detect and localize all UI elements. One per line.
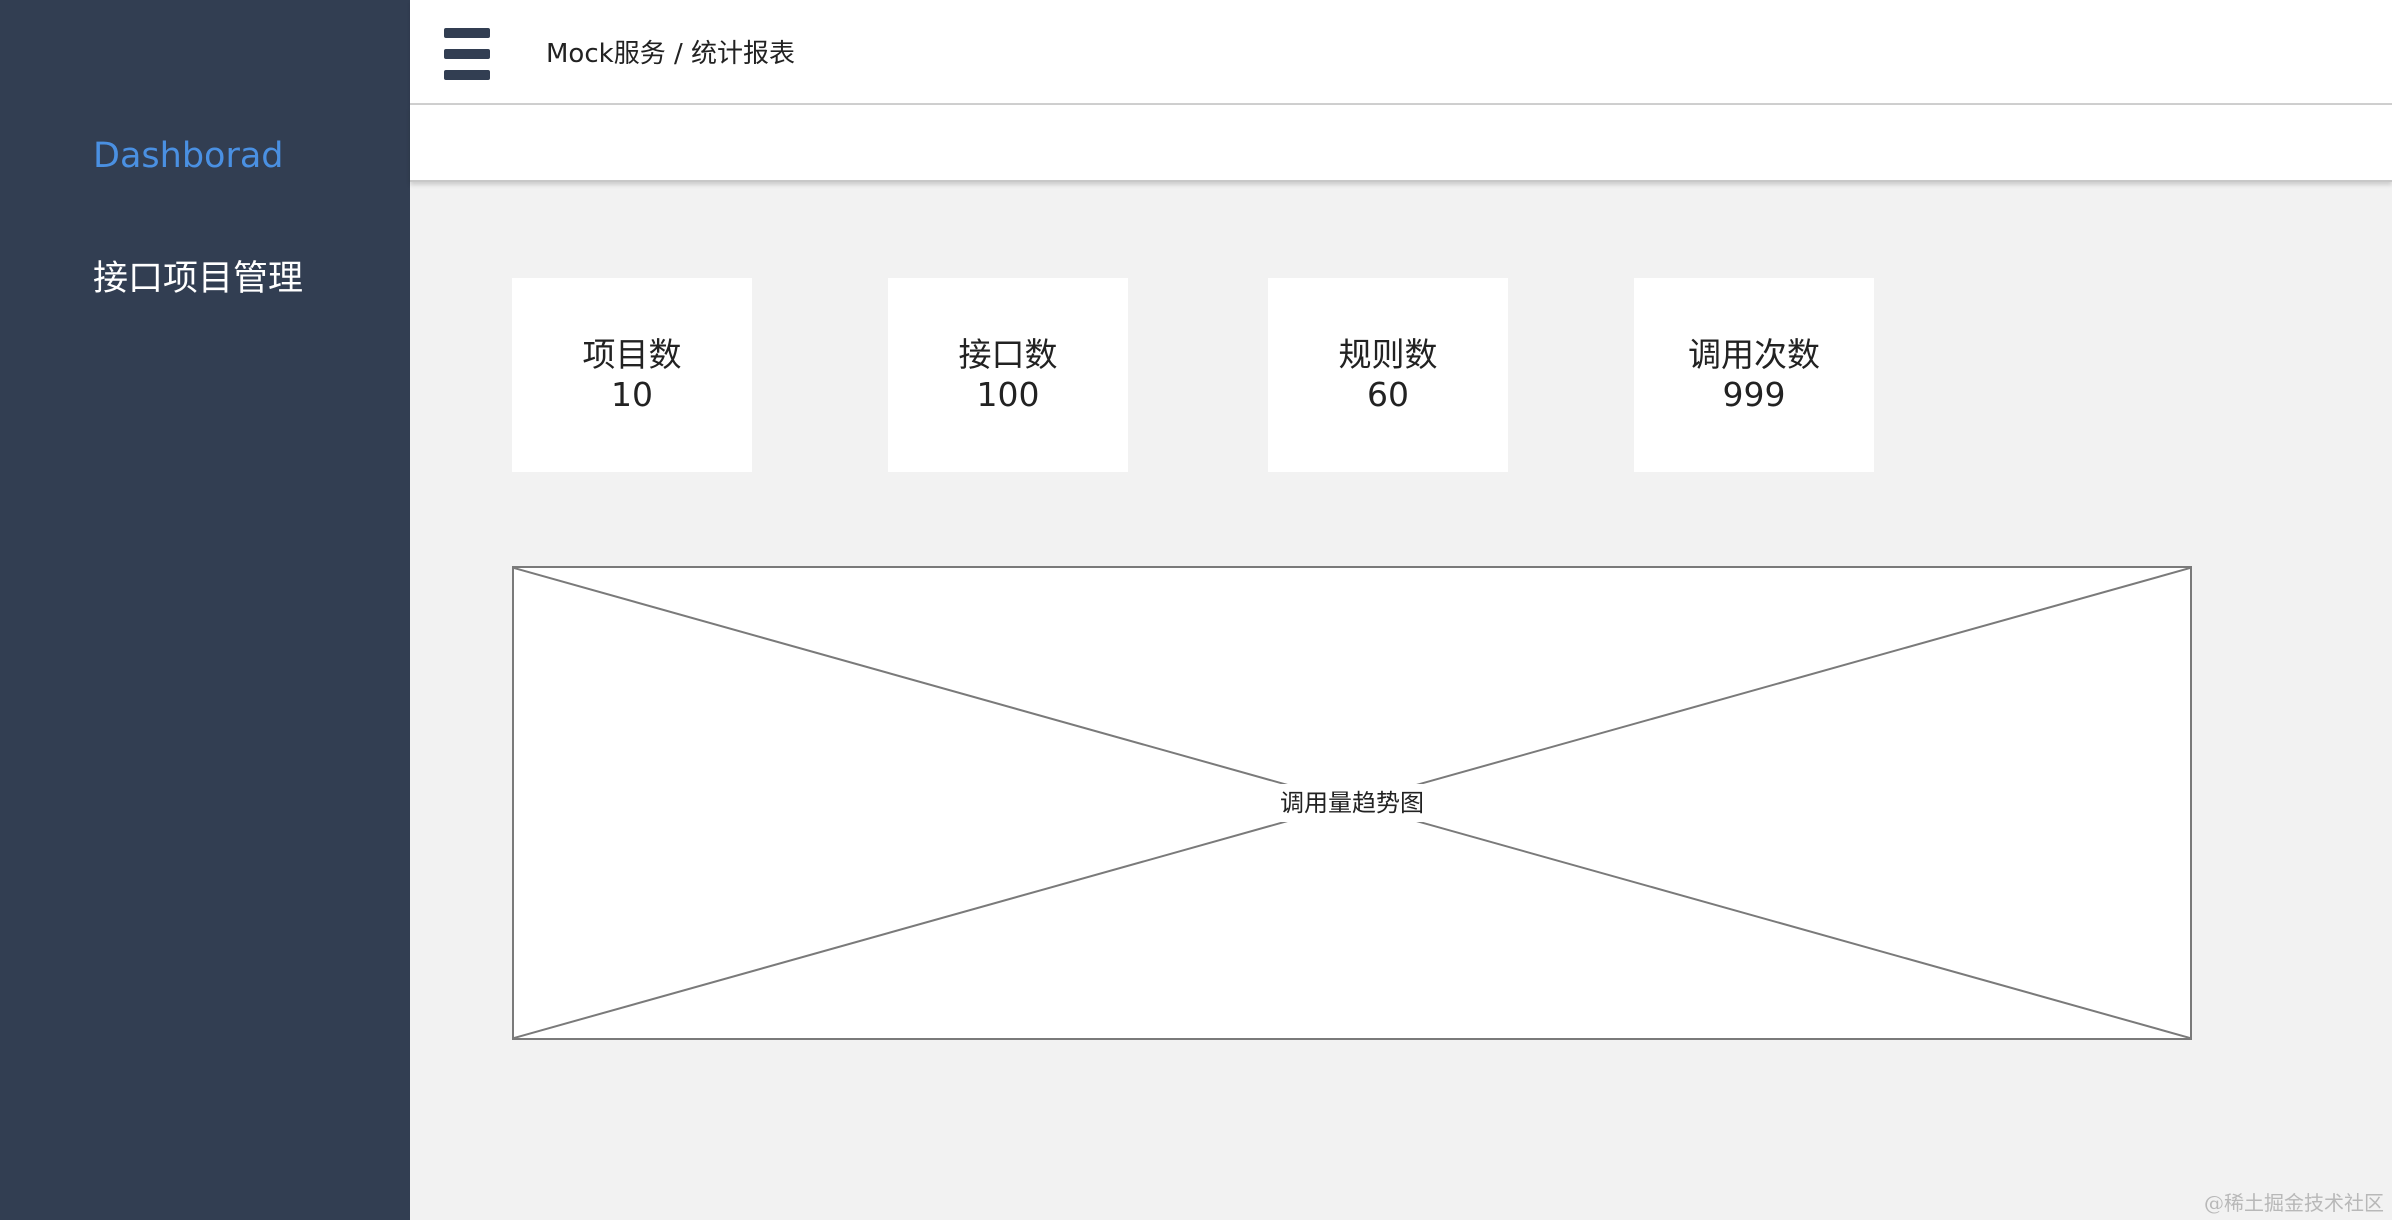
stat-card-interfaces: 接口数 100	[888, 278, 1128, 472]
chart-placeholder-label: 调用量趋势图	[1270, 784, 1434, 822]
stat-label: 项目数	[582, 335, 682, 374]
watermark: @稀土掘金技术社区	[2204, 1191, 2384, 1215]
stat-label: 调用次数	[1688, 335, 1820, 374]
sidebar: Dashborad 接口项目管理	[0, 0, 410, 1220]
stat-card-rules: 规则数 60	[1268, 278, 1508, 472]
stat-value: 999	[1722, 375, 1786, 414]
stat-value: 60	[1367, 375, 1409, 414]
sidebar-item-dashboard[interactable]: Dashborad	[93, 136, 284, 176]
stat-card-calls: 调用次数 999	[1634, 278, 1874, 472]
stat-label: 规则数	[1338, 335, 1438, 374]
stat-value: 10	[611, 375, 653, 414]
stat-value: 100	[976, 375, 1040, 414]
tabs-bar	[410, 105, 2392, 182]
chart-placeholder: 调用量趋势图	[512, 566, 2192, 1040]
sidebar-item-project-management[interactable]: 接口项目管理	[93, 259, 304, 299]
top-header: Mock服务 / 统计报表	[410, 0, 2392, 105]
stat-label: 接口数	[958, 335, 1058, 374]
hamburger-menu-icon[interactable]	[444, 28, 490, 82]
breadcrumb: Mock服务 / 统计报表	[546, 39, 795, 69]
stat-card-projects: 项目数 10	[512, 278, 752, 472]
